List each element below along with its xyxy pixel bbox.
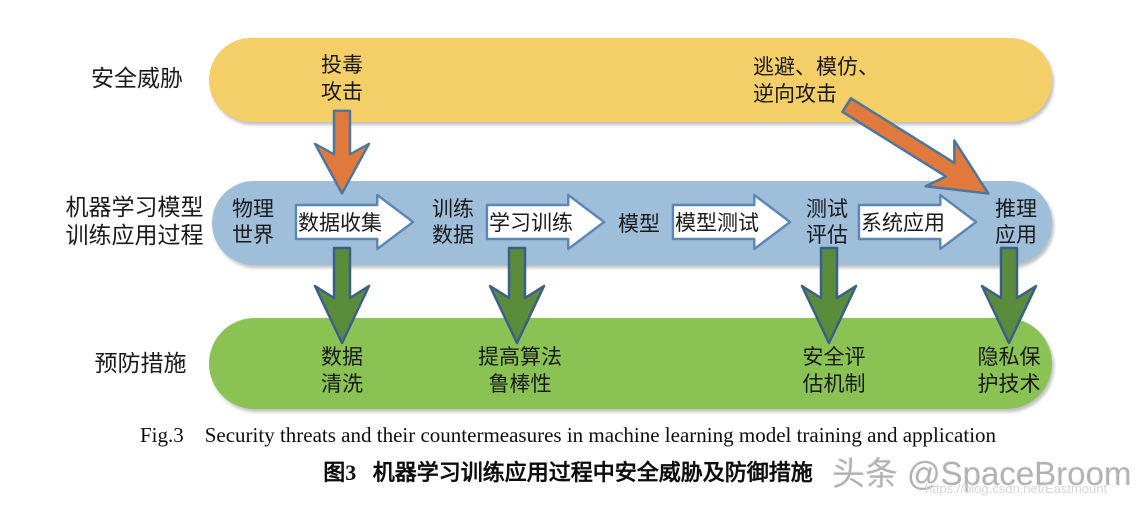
down-arrow-icon — [800, 246, 858, 345]
flow-arrow-system-application: 系统应用 — [857, 193, 979, 251]
threat-evasion-line1: 逃避、模仿、 — [753, 55, 879, 79]
figure-caption-chinese: 图3 机器学习训练应用过程中安全威胁及防御措施 — [323, 460, 813, 485]
measure-security-evaluation-line2: 估机制 — [802, 372, 866, 396]
threat-poisoning-line2: 攻击 — [321, 80, 363, 104]
stage-physical-world: 物理 世界 — [211, 196, 295, 248]
row-label-process-line2: 训练应用过程 — [65, 223, 204, 248]
stage-physical-world-line2: 世界 — [232, 223, 274, 247]
threat-band — [209, 38, 1052, 122]
row-label-process: 机器学习模型 训练应用过程 — [62, 194, 207, 250]
row-label-threats-text: 安全威胁 — [91, 66, 183, 91]
stage-training-data-line2: 数据 — [432, 223, 474, 247]
figure-caption-english: Fig.3 Security threats and their counter… — [139, 423, 997, 447]
threat-evasion-line2: 逆向攻击 — [753, 82, 837, 106]
flow-arrow-model-testing-label: 模型测试 — [675, 211, 759, 235]
watermark-text: 头条 @SpaceBroom — [832, 455, 1132, 492]
defense-arrow-1 — [312, 246, 372, 346]
down-arrow-icon — [980, 246, 1038, 345]
threat-poisoning: 投毒 攻击 — [290, 52, 394, 106]
stage-model: 模型 — [597, 211, 681, 237]
flow-arrow-data-collection-label: 数据收集 — [298, 211, 382, 235]
defense-arrow-2 — [487, 246, 547, 346]
measure-security-evaluation-line1: 安全评 — [802, 345, 866, 369]
right-block-arrow-icon — [671, 193, 792, 251]
attack-arrow-poisoning — [312, 109, 372, 196]
measure-privacy-protection-line1: 隐私保 — [977, 345, 1041, 369]
measure-data-cleaning-line2: 清洗 — [321, 372, 363, 396]
measures-band — [209, 318, 1052, 409]
stage-training-data-line1: 训练 — [432, 197, 474, 221]
stage-training-data: 训练 数据 — [411, 196, 495, 248]
stage-model-line1: 模型 — [618, 212, 660, 236]
attack-arrow-evasion-icon — [841, 97, 990, 195]
threat-evasion: 逃避、模仿、 逆向攻击 — [753, 54, 913, 108]
measure-security-evaluation: 安全评 估机制 — [784, 344, 884, 398]
measure-robustness: 提高算法 鲁棒性 — [460, 344, 580, 398]
defense-arrow-3 — [799, 246, 859, 346]
row-label-process-line1: 机器学习模型 — [65, 195, 204, 220]
measure-privacy-protection: 隐私保 护技术 — [959, 344, 1059, 398]
flow-arrow-data-collection: 数据收集 — [294, 193, 416, 251]
row-label-measures: 预防措施 — [88, 350, 193, 378]
flow-arrow-learning-training: 学习训练 — [485, 193, 607, 251]
stage-inference-application-line2: 应用 — [995, 223, 1037, 247]
right-block-arrow-icon — [485, 193, 606, 251]
right-block-arrow-icon — [294, 193, 415, 251]
measure-data-cleaning: 数据 清洗 — [292, 344, 392, 398]
down-arrow-icon — [488, 246, 546, 345]
flow-arrow-model-testing: 模型测试 — [671, 193, 793, 251]
row-label-measures-text: 预防措施 — [94, 351, 187, 376]
stage-test-evaluation-line1: 测试 — [806, 197, 848, 221]
threat-poisoning-line1: 投毒 — [321, 53, 363, 77]
measure-robustness-line1: 提高算法 — [478, 345, 562, 369]
stage-test-evaluation: 测试 评估 — [785, 196, 869, 248]
right-block-arrow-icon — [857, 193, 978, 251]
stage-inference-application: 推理 应用 — [974, 196, 1058, 248]
flow-arrow-learning-training-label: 学习训练 — [489, 211, 573, 235]
measure-robustness-line2: 鲁棒性 — [488, 372, 552, 396]
stage-test-evaluation-line2: 评估 — [806, 223, 848, 247]
watermark-url: https://blog.csdn.net/Eastmount — [925, 481, 1108, 496]
attack-arrow-evasion — [829, 79, 1007, 221]
stage-inference-application-line1: 推理 — [995, 197, 1037, 221]
attack-arrow-poisoning-icon — [313, 109, 371, 195]
measure-data-cleaning-line1: 数据 — [321, 345, 363, 369]
down-arrow-icon — [313, 246, 371, 345]
measure-privacy-protection-line2: 护技术 — [977, 372, 1041, 396]
row-label-threats: 安全威胁 — [87, 65, 187, 93]
defense-arrow-4 — [979, 246, 1039, 346]
stage-physical-world-line1: 物理 — [232, 197, 274, 221]
flow-arrow-system-application-label: 系统应用 — [861, 211, 945, 235]
